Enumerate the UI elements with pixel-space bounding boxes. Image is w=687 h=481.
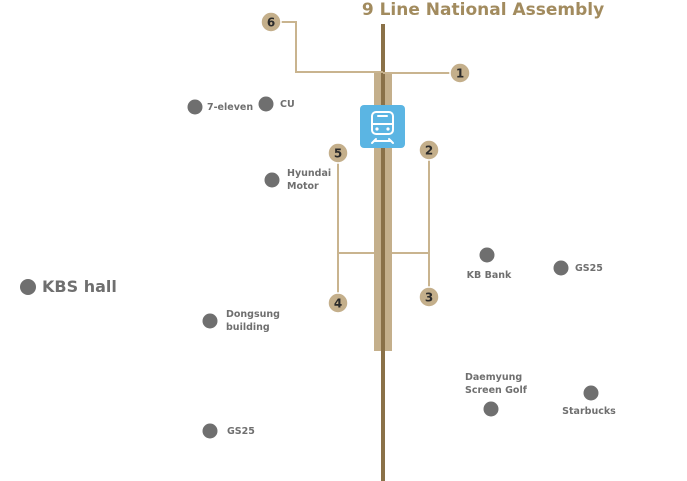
poi-label-line: Dongsung <box>226 309 280 320</box>
poi-label-line: Motor <box>287 181 319 192</box>
poi-7-eleven: 7-eleven <box>187 99 253 115</box>
exit-number: 2 <box>425 144 433 158</box>
poi-label: 7-eleven <box>207 102 253 113</box>
exit-marker <box>418 286 440 308</box>
train-light-right <box>386 127 390 131</box>
poi-dot <box>20 279 36 295</box>
poi-label: KB Bank <box>467 270 512 281</box>
poi-starbucks: Starbucks <box>562 385 616 417</box>
poi-kbs-hall: KBS hall <box>20 277 117 296</box>
poi-dot <box>553 260 569 276</box>
subway-train-icon <box>360 105 405 148</box>
exit-4: 4 <box>327 292 349 314</box>
exit-marker <box>418 139 440 161</box>
poi-label: Starbucks <box>562 406 616 417</box>
exit-number: 4 <box>334 297 342 311</box>
exit-marker <box>327 292 349 314</box>
poi-label: GS25 <box>227 426 255 437</box>
poi-dot <box>479 247 495 263</box>
poi-label: Dongsung building <box>226 309 280 333</box>
poi-label-line: Daemyung <box>465 372 522 383</box>
poi-label-line: GS25 <box>227 426 255 437</box>
exit-marker <box>260 11 282 33</box>
exits-layer: 1 2 3 4 5 6 <box>260 11 471 314</box>
train-light-left <box>375 127 379 131</box>
exit-6: 6 <box>260 11 282 33</box>
poi-kb-bank: KB Bank <box>467 247 512 281</box>
exit-number: 5 <box>334 147 342 161</box>
poi-dot <box>202 423 218 439</box>
exit-connectors <box>281 21 450 296</box>
poi-dot <box>483 401 499 417</box>
exit-marker <box>327 142 349 164</box>
exit-2: 2 <box>418 139 440 161</box>
exit-number: 3 <box>425 291 433 305</box>
poi-dongsung-building: Dongsung building <box>202 309 280 333</box>
train-glyph <box>371 111 394 144</box>
poi-label-line: building <box>226 322 270 333</box>
exit-number: 1 <box>456 67 464 81</box>
poi-label-line: Starbucks <box>562 406 616 417</box>
connector-exit-6 <box>281 21 383 73</box>
poi-label: KBS hall <box>42 277 117 296</box>
exit-marker <box>449 62 471 84</box>
exit-number: 6 <box>267 16 275 30</box>
poi-label: GS25 <box>575 263 603 274</box>
poi-label-line: Screen Golf <box>465 385 528 396</box>
poi-label-line: Hyundai <box>287 168 331 179</box>
poi-dot <box>187 99 203 115</box>
poi-gs25: GS25 <box>202 423 255 439</box>
exit-3: 3 <box>418 286 440 308</box>
poi-cu: CU <box>258 96 295 112</box>
poi-dot <box>258 96 274 112</box>
exit-5: 5 <box>327 142 349 164</box>
exit-1: 1 <box>449 62 471 84</box>
poi-dot <box>264 172 280 188</box>
poi-label-line: KBS hall <box>42 277 117 296</box>
station-title: 9 Line National Assembly <box>362 0 604 20</box>
poi-label-line: KB Bank <box>467 270 512 281</box>
poi-dot <box>583 385 599 401</box>
poi-gs25: GS25 <box>553 260 603 276</box>
poi-label-line: CU <box>280 99 295 110</box>
poi-dot <box>202 313 218 329</box>
poi-label-line: 7-eleven <box>207 102 253 113</box>
subway-line-9 <box>381 24 385 481</box>
poi-label-line: GS25 <box>575 263 603 274</box>
poi-label: CU <box>280 99 295 110</box>
